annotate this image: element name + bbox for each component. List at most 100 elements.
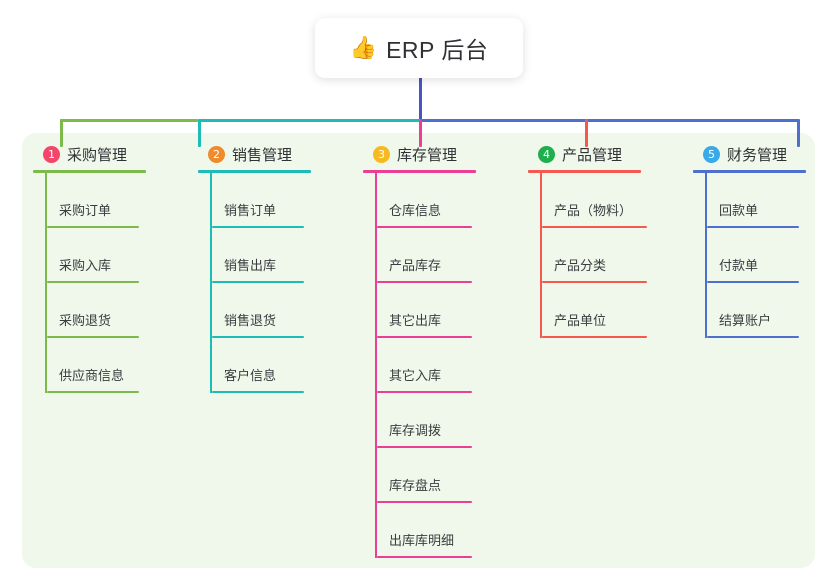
branch-item-label: 销售出库 bbox=[224, 258, 277, 273]
branch-item[interactable]: 采购订单 bbox=[45, 173, 146, 228]
branch-item[interactable]: 付款单 bbox=[705, 228, 806, 283]
branch-item[interactable]: 产品单位 bbox=[540, 283, 647, 338]
branch-item-rule bbox=[542, 226, 647, 228]
branch-spine bbox=[705, 173, 707, 338]
branch-column-2: 2 销售管理销售订单销售出库销售退货客户信息 bbox=[198, 143, 311, 393]
branch-header-2[interactable]: 2 销售管理 bbox=[198, 143, 311, 165]
branch-item-label: 产品分类 bbox=[554, 258, 607, 273]
branch-header-3[interactable]: 3 库存管理 bbox=[363, 143, 476, 165]
branch-item-label: 其它出库 bbox=[389, 313, 442, 328]
branch-item-label: 客户信息 bbox=[224, 368, 277, 383]
branch-item-rule bbox=[707, 226, 799, 228]
branch-item-label: 付款单 bbox=[719, 258, 759, 273]
branch-item[interactable]: 回款单 bbox=[705, 173, 806, 228]
branch-item-label: 回款单 bbox=[719, 203, 759, 218]
branch-item-rule bbox=[212, 391, 304, 393]
branch-header-rule bbox=[363, 170, 476, 173]
branch-number-badge: 3 bbox=[373, 145, 390, 163]
branch-item-label: 产品（物料） bbox=[554, 203, 633, 218]
branch-spine bbox=[375, 173, 377, 558]
branch-item[interactable]: 库存盘点 bbox=[375, 448, 476, 503]
root-stem-connector bbox=[419, 78, 422, 119]
branch-item-rule bbox=[542, 336, 647, 338]
branch-item-rule bbox=[47, 391, 139, 393]
branch-item[interactable]: 仓库信息 bbox=[375, 173, 476, 228]
branch-spine bbox=[210, 173, 212, 393]
root-node-erp-backend[interactable]: 👍 ERP 后台 bbox=[315, 18, 523, 78]
branch-item-rule bbox=[377, 391, 472, 393]
branch-item[interactable]: 产品（物料） bbox=[540, 173, 647, 228]
root-node-title: ERP 后台 bbox=[386, 37, 489, 63]
branch-item[interactable]: 出库库明细 bbox=[375, 503, 476, 558]
branch-item-rule bbox=[212, 336, 304, 338]
branch-item-rule bbox=[377, 336, 472, 338]
branch-item-label: 采购退货 bbox=[59, 313, 112, 328]
branch-number-badge: 2 bbox=[208, 145, 225, 163]
branch-header-4[interactable]: 4 产品管理 bbox=[528, 143, 641, 165]
branch-item[interactable]: 销售出库 bbox=[210, 228, 311, 283]
branch-item-rule bbox=[542, 281, 647, 283]
branch-item-list: 回款单付款单结算账户 bbox=[693, 173, 806, 338]
branch-header-1[interactable]: 1 采购管理 bbox=[33, 143, 146, 165]
drop-connector-3 bbox=[419, 119, 422, 147]
branch-item-rule bbox=[212, 226, 304, 228]
branch-item-rule bbox=[212, 281, 304, 283]
drop-connector-4 bbox=[585, 119, 588, 147]
branch-number-badge: 1 bbox=[43, 145, 60, 163]
branch-item-rule bbox=[377, 556, 472, 558]
branch-item-rule bbox=[707, 281, 799, 283]
drop-connector-5 bbox=[797, 119, 800, 147]
branch-item-label: 库存盘点 bbox=[389, 478, 442, 493]
branch-item[interactable]: 供应商信息 bbox=[45, 338, 146, 393]
branch-header-rule bbox=[693, 170, 806, 173]
branch-item-label: 库存调拨 bbox=[389, 423, 442, 438]
branch-item[interactable]: 产品分类 bbox=[540, 228, 647, 283]
branch-column-1: 1 采购管理采购订单采购入库采购退货供应商信息 bbox=[33, 143, 146, 393]
branch-item-rule bbox=[47, 336, 139, 338]
branch-item[interactable]: 销售订单 bbox=[210, 173, 311, 228]
branch-title: 产品管理 bbox=[562, 146, 623, 164]
branch-item[interactable]: 销售退货 bbox=[210, 283, 311, 338]
branch-item-label: 出库库明细 bbox=[389, 533, 455, 548]
branch-item[interactable]: 采购入库 bbox=[45, 228, 146, 283]
branch-header-rule bbox=[33, 170, 146, 173]
branch-item-label: 销售订单 bbox=[224, 203, 277, 218]
branch-item-label: 供应商信息 bbox=[59, 368, 125, 383]
branch-item[interactable]: 其它出库 bbox=[375, 283, 476, 338]
branch-spine bbox=[540, 173, 542, 338]
branch-item-rule bbox=[707, 336, 799, 338]
branch-title: 库存管理 bbox=[397, 146, 458, 164]
branch-item-label: 产品库存 bbox=[389, 258, 442, 273]
branch-item-label: 采购订单 bbox=[59, 203, 112, 218]
branch-title: 销售管理 bbox=[232, 146, 293, 164]
drop-connector-1 bbox=[60, 119, 63, 147]
branch-item[interactable]: 产品库存 bbox=[375, 228, 476, 283]
branch-header-rule bbox=[528, 170, 641, 173]
branch-item[interactable]: 库存调拨 bbox=[375, 393, 476, 448]
branch-column-4: 4 产品管理产品（物料） 产品分类产品单位 bbox=[528, 143, 647, 338]
branch-item-label: 采购入库 bbox=[59, 258, 112, 273]
bus-segment-2 bbox=[198, 119, 420, 122]
branch-item[interactable]: 客户信息 bbox=[210, 338, 311, 393]
bus-segment-3 bbox=[420, 119, 799, 122]
bus-segment-1 bbox=[60, 119, 198, 122]
branch-item-rule bbox=[377, 501, 472, 503]
branch-column-3: 3 库存管理仓库信息产品库存其它出库其它入库库存调拨库存盘点出库库明细 bbox=[363, 143, 476, 558]
branch-number-badge: 4 bbox=[538, 145, 555, 163]
branch-item-label: 结算账户 bbox=[719, 313, 772, 328]
branch-item[interactable]: 其它入库 bbox=[375, 338, 476, 393]
drop-connector-2 bbox=[198, 119, 201, 147]
branch-item-label: 产品单位 bbox=[554, 313, 607, 328]
branch-item[interactable]: 采购退货 bbox=[45, 283, 146, 338]
branch-item-rule bbox=[377, 226, 472, 228]
branch-title: 采购管理 bbox=[67, 146, 128, 164]
branch-item-rule bbox=[377, 281, 472, 283]
branch-item-rule bbox=[47, 281, 139, 283]
branch-header-rule bbox=[198, 170, 311, 173]
branch-item[interactable]: 结算账户 bbox=[705, 283, 806, 338]
branch-item-list: 销售订单销售出库销售退货客户信息 bbox=[198, 173, 311, 393]
branch-item-list: 采购订单采购入库采购退货供应商信息 bbox=[33, 173, 146, 393]
branch-spine bbox=[45, 173, 47, 393]
